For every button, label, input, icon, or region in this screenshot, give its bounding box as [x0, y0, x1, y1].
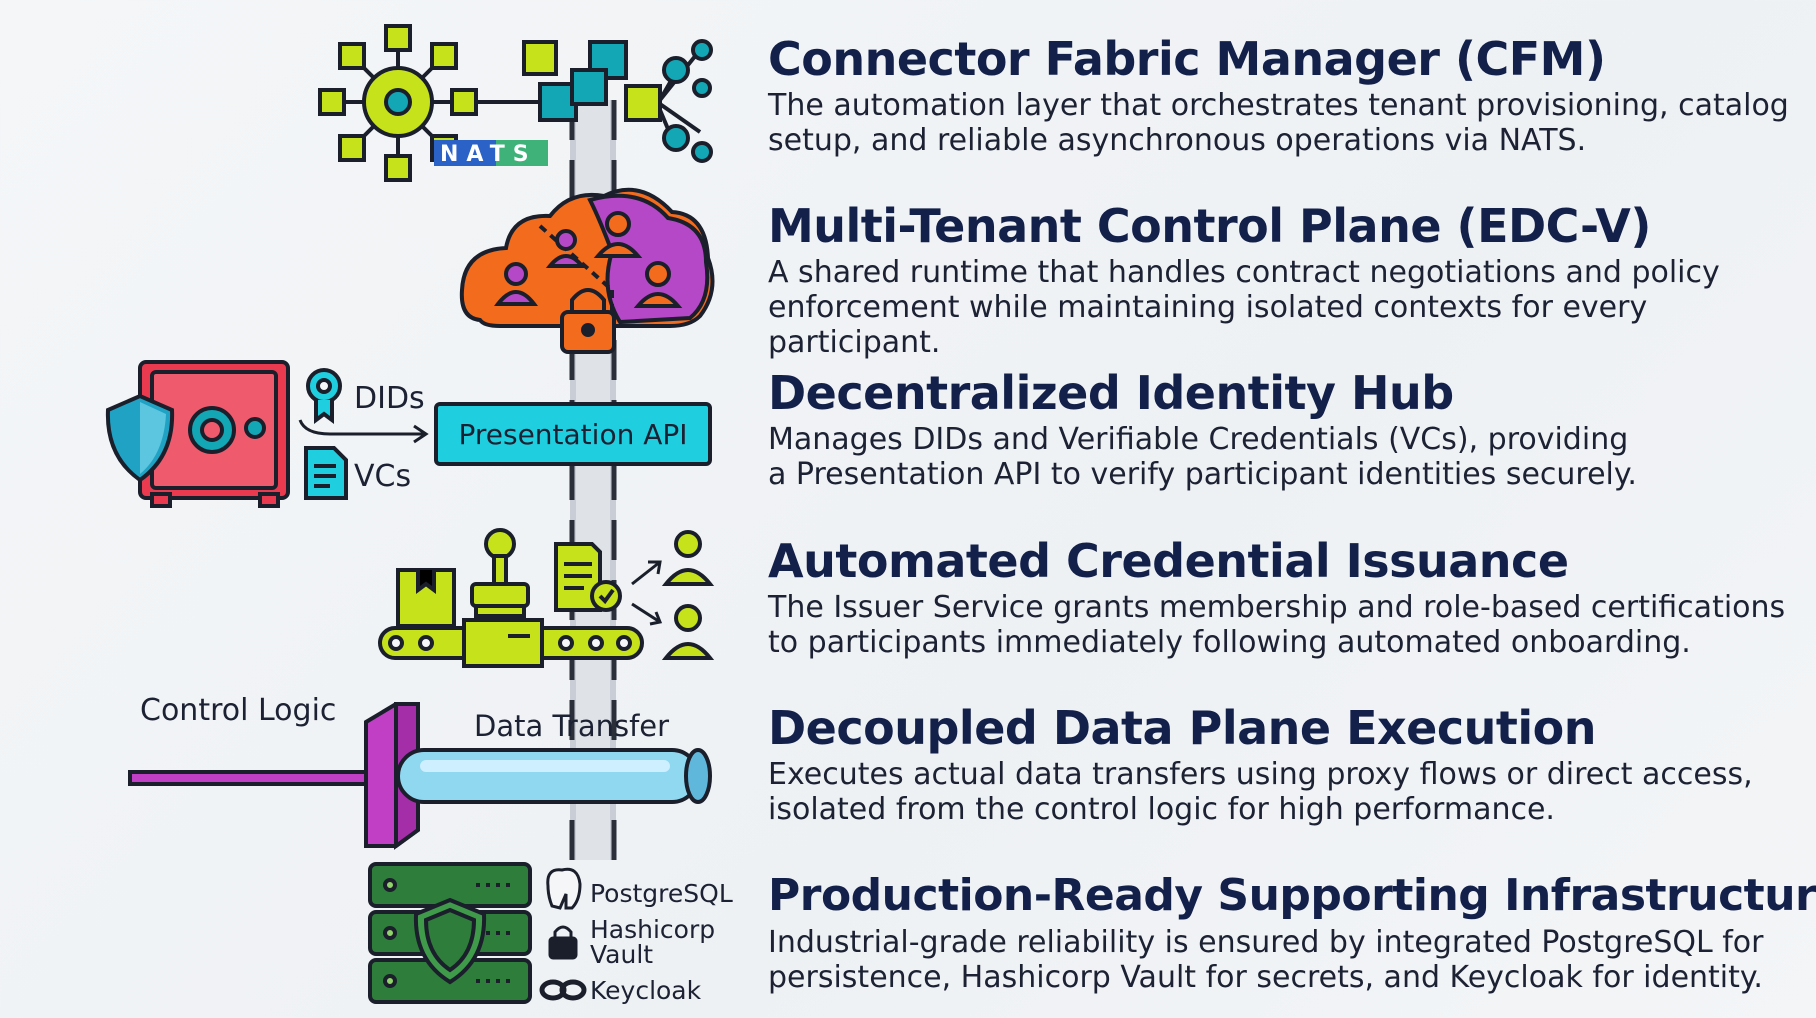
keycloak-label: Keycloak [590, 976, 702, 1005]
arrow-to-api [298, 419, 429, 444]
certificate-icon [554, 542, 622, 612]
section-identity-hub: Decentralized Identity Hub Manages DIDs … [768, 366, 1798, 492]
data-transfer-label: Data Transfer [474, 709, 669, 743]
section-control-plane: Multi-Tenant Control Plane (EDC-V) A sha… [768, 199, 1798, 360]
section-title: Automated Credential Issuance [768, 534, 1569, 588]
section-description: Executes actual data transfers using pro… [768, 757, 1753, 827]
control-logic-label: Control Logic [140, 693, 336, 728]
hashicorp-label: Hashicorp [590, 915, 715, 944]
section-data-plane: Decoupled Data Plane Execution Executes … [768, 701, 1798, 827]
padlock-icon [560, 288, 616, 354]
section-description: A shared runtime that handles contract n… [768, 255, 1720, 360]
section-title: Decentralized Identity Hub [768, 366, 1454, 420]
section-title: Decoupled Data Plane Execution [768, 701, 1597, 755]
section-description: The automation layer that orchestrates t… [768, 88, 1789, 158]
section-credential-issuance: Automated Credential Issuance The Issuer… [768, 534, 1798, 660]
postgresql-label: PostgreSQL [590, 879, 733, 908]
vcs-label: VCs [354, 459, 411, 494]
section-description: Industrial-grade reliability is ensured … [768, 925, 1764, 995]
shield-icon [105, 393, 175, 483]
issue-arrows [631, 560, 663, 626]
dids-label: DIDs [354, 381, 425, 416]
vault-lock-icon [548, 925, 578, 960]
section-title: Multi-Tenant Control Plane (EDC-V) [768, 199, 1651, 253]
section-title: Production-Ready Supporting Infrastructu… [768, 870, 1816, 921]
section-cfm: Connector Fabric Manager (CFM) The autom… [768, 32, 1798, 158]
postgresql-elephant-icon [546, 867, 582, 910]
section-description: The Issuer Service grants membership and… [768, 590, 1786, 660]
presentation-api-box: Presentation API [434, 402, 712, 466]
section-infrastructure: Production-Ready Supporting Infrastructu… [768, 869, 1816, 995]
stamp-icon [470, 528, 530, 618]
cloud-tenants-icon [459, 187, 715, 328]
vc-document-icon [304, 446, 348, 500]
section-description: Manages DIDs and Verifiable Credentials … [768, 422, 1637, 492]
keycloak-icon [539, 979, 587, 1001]
vault-label: Vault [590, 940, 653, 969]
did-badge-icon [306, 368, 342, 424]
presentation-api-label: Presentation API [458, 418, 687, 451]
nats-logo: NATS [434, 140, 548, 167]
hub-network-icon [318, 24, 713, 182]
conveyor-icon [378, 568, 644, 668]
user-icon [661, 530, 715, 660]
nats-label: NATS [440, 142, 537, 167]
server-rack-icon [368, 862, 532, 1004]
safe-icon [138, 360, 290, 508]
pipe-icon [128, 702, 712, 850]
section-title: Connector Fabric Manager (CFM) [768, 32, 1606, 86]
